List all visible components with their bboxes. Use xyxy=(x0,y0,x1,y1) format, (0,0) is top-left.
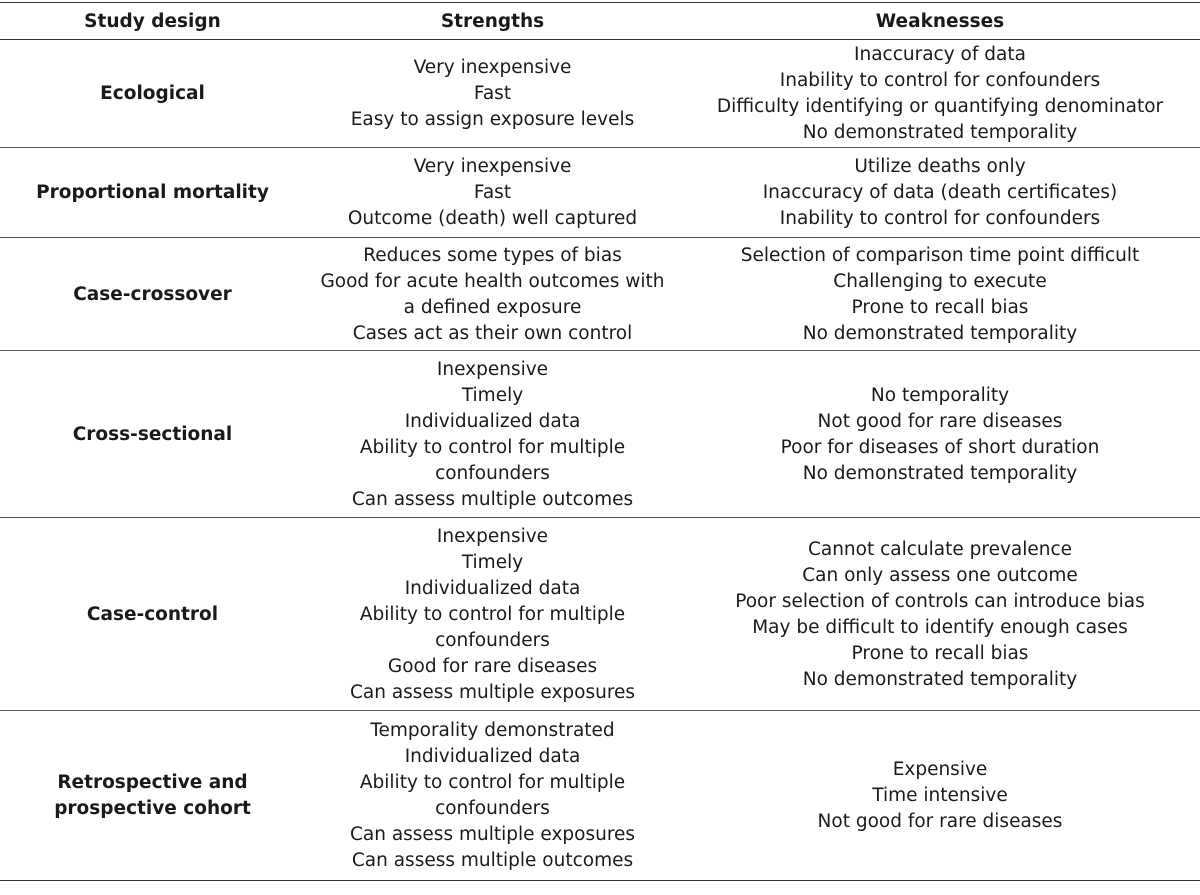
weakness-item: May be difficult to identify enough case… xyxy=(752,616,1128,638)
weakness-item: Difficulty identifying or quantifying de… xyxy=(716,96,1164,117)
strength-item: Can assess multiple outcomes xyxy=(351,850,634,871)
weakness-item: No temporality xyxy=(870,384,1010,406)
strength-item: Can assess multiple outcomes xyxy=(351,488,634,510)
study-design-cell: Ecological xyxy=(0,39,305,148)
strength-item: Outcome (death) well captured xyxy=(347,208,638,229)
weakness-item: Expensive xyxy=(892,759,988,780)
strength-item: Good for rare diseases xyxy=(387,655,598,677)
strength-item: Ability to control for multiple confound… xyxy=(359,436,626,484)
weakness-item: Prone to recall bias xyxy=(851,296,1029,318)
header-weaknesses: Weaknesses xyxy=(680,2,1200,40)
weakness-item: Inaccuracy of data xyxy=(854,44,1026,65)
weakness-item: No demonstrated temporality xyxy=(802,668,1078,690)
weakness-item: No demonstrated temporality xyxy=(802,322,1078,344)
header-strengths: Strengths xyxy=(305,2,680,40)
weakness-item: No demonstrated temporality xyxy=(802,122,1078,143)
strength-item: Can assess multiple exposures xyxy=(349,824,636,845)
strength-item: Inexpensive xyxy=(436,525,549,547)
weakness-item: Selection of comparison time point diffi… xyxy=(740,244,1140,266)
weakness-item: Inability to control for confounders xyxy=(779,208,1101,229)
strength-item: Fast xyxy=(473,83,512,104)
strength-item: Good for acute health outcomes with a de… xyxy=(320,270,665,318)
study-design-cell: Retrospective and prospective cohort xyxy=(0,710,305,881)
weakness-item: No demonstrated temporality xyxy=(802,462,1078,484)
strength-item: Ability to control for multiple confound… xyxy=(359,603,626,651)
strength-item: Timely xyxy=(461,551,524,573)
weakness-item: Can only assess one outcome xyxy=(802,564,1078,586)
study-design-cell: Case-control xyxy=(0,517,305,711)
weakness-item: Inability to control for confounders xyxy=(779,70,1101,91)
strength-item: Reduces some types of bias xyxy=(363,244,622,266)
weaknesses-cell: Selection of comparison time point diffi… xyxy=(680,237,1200,351)
weakness-item: Poor for diseases of short duration xyxy=(780,436,1100,458)
strength-item: Easy to assign exposure levels xyxy=(350,109,635,130)
weakness-item: Not good for rare diseases xyxy=(817,811,1063,832)
weakness-item: Time intensive xyxy=(872,785,1008,806)
strength-item: Individualized data xyxy=(404,410,581,432)
strength-item: Very inexpensive xyxy=(413,156,572,177)
header-row: Study design Strengths Weaknesses xyxy=(0,2,1200,40)
strength-item: Inexpensive xyxy=(436,358,549,380)
weakness-item: Challenging to execute xyxy=(833,270,1047,292)
weakness-item: Poor selection of controls can introduce… xyxy=(735,590,1145,612)
strength-item: Fast xyxy=(473,182,512,203)
weakness-item: Utilize deaths only xyxy=(854,156,1026,177)
weakness-item: Prone to recall bias xyxy=(851,642,1029,664)
strength-item: Cases act as their own control xyxy=(352,322,633,344)
weakness-item: Inaccuracy of data (death certificates) xyxy=(762,182,1118,203)
study-design-cell: Cross-sectional xyxy=(0,350,305,518)
strength-item: Very inexpensive xyxy=(413,57,572,78)
strength-item: Timely xyxy=(461,384,524,406)
strength-item: Individualized data xyxy=(404,577,581,599)
weakness-item: Cannot calculate prevalence xyxy=(807,538,1073,560)
study-design-cell: Case-crossover xyxy=(0,237,305,351)
strength-item: Ability to control for multiple confound… xyxy=(359,772,626,819)
header-study-design: Study design xyxy=(0,2,305,40)
strength-item: Individualized data xyxy=(404,746,581,767)
strength-item: Can assess multiple exposures xyxy=(349,681,636,703)
weakness-item: Not good for rare diseases xyxy=(817,410,1063,432)
study-design-cell: Proportional mortality xyxy=(0,147,305,238)
strength-item: Temporality demonstrated xyxy=(370,720,615,741)
